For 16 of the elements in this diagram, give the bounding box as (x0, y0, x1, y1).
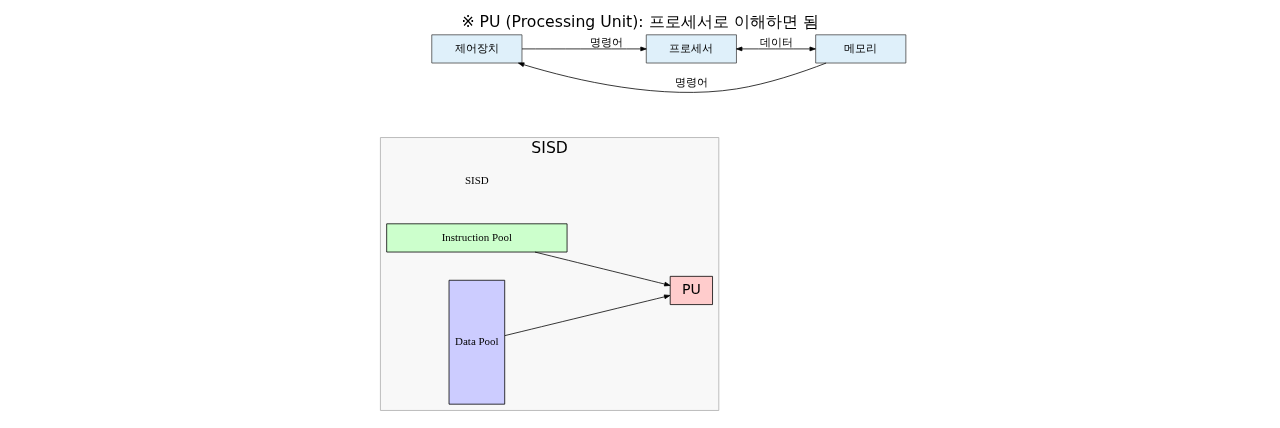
node-box: 메모리 (815, 34, 907, 64)
edge-label: 데이터 (759, 35, 793, 49)
node-box: Instruction Pool (386, 223, 568, 253)
label: SISD (464, 174, 489, 187)
edge-label: 명령어 (590, 35, 624, 49)
node-box: 제어장치 (431, 34, 523, 64)
arrow (521, 46, 647, 52)
node-box: Data Pool (448, 279, 506, 405)
node-box: 프로세서 (645, 34, 737, 64)
edge-label: 명령어 (674, 75, 708, 89)
arrow (504, 294, 671, 336)
arrow (736, 46, 816, 52)
arrow (534, 251, 671, 287)
diagram-title: ※ PU (Processing Unit): 프로세서로 이해하면 됨 (461, 11, 819, 31)
arrow (518, 62, 827, 93)
node-box: PU (669, 275, 713, 305)
